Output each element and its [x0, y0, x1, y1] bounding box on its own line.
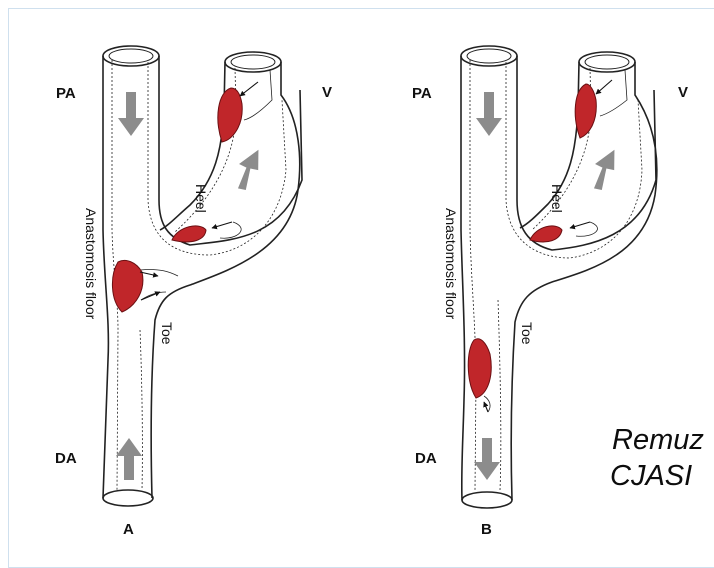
flow-arrow-pa-a [118, 92, 144, 136]
plaque-heel-a [172, 226, 206, 242]
panel-letter-a: A [123, 521, 134, 538]
citation-line-2: CJASI [610, 460, 692, 493]
toe-label-a: Toe [159, 322, 175, 345]
flow-arrow-pa-b [476, 92, 502, 136]
toe-label-b: Toe [519, 322, 535, 345]
heel-label-b: Heel [549, 184, 565, 213]
v-label-a: V [322, 84, 332, 101]
floor-label-a: Anastomosis floor [83, 208, 99, 320]
pa-label-b: PA [412, 85, 432, 102]
plaque-vein-a [218, 88, 242, 142]
flow-arrow-v-b [590, 146, 618, 191]
citation-line-1: Remuz [612, 424, 704, 457]
plaque-heel-b [530, 226, 562, 242]
floor-label-b: Anastomosis floor [443, 208, 459, 320]
da-opening [462, 492, 512, 508]
flow-arrow-da-b [474, 438, 500, 480]
da-label-a: DA [55, 450, 77, 467]
flow-arrow-v-a [234, 146, 262, 191]
da-label-b: DA [415, 450, 437, 467]
artery-left-wall [103, 56, 108, 498]
v-label-b: V [678, 84, 688, 101]
plaque-floor-b [468, 339, 491, 398]
flow-arrow-da-a [116, 438, 142, 480]
plaque-floor-a [112, 260, 142, 312]
da-opening [103, 490, 153, 506]
panel-letter-b: B [481, 521, 492, 538]
pa-label-a: PA [56, 85, 76, 102]
artery-left-wall [461, 56, 465, 500]
heel-label-a: Heel [193, 184, 209, 213]
plaque-vein-b [575, 84, 596, 138]
